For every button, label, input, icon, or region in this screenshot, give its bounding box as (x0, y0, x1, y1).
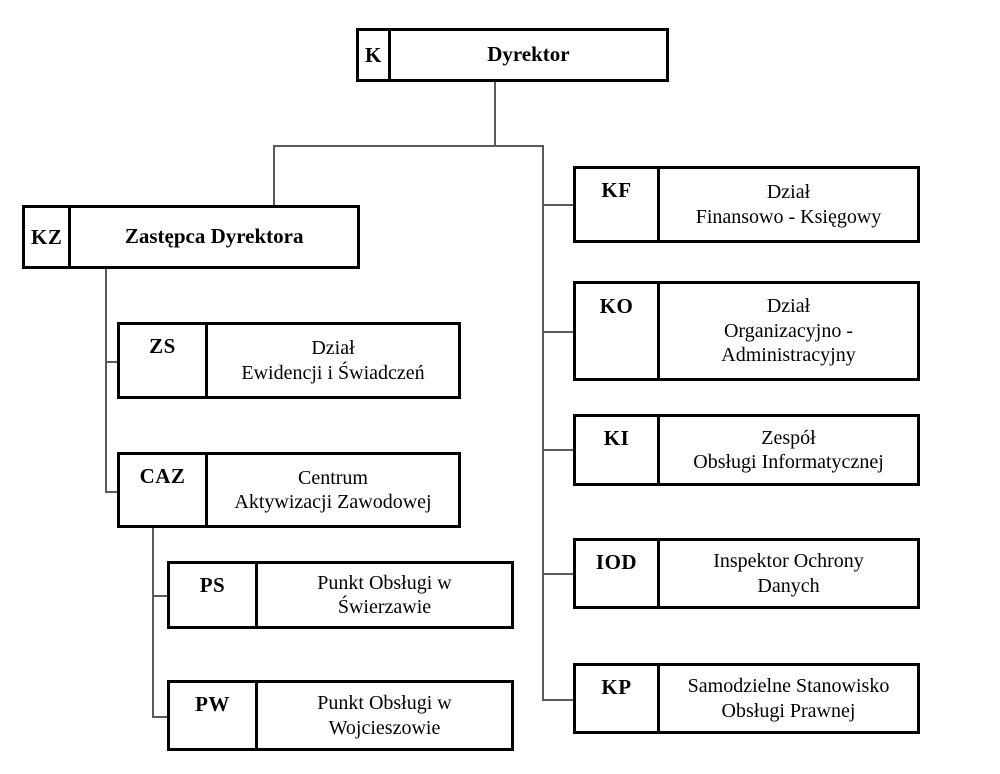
node-deputy-code: KZ (25, 208, 72, 266)
node-ko[interactable]: KO Dział Organizacyjno - Administracyjny (573, 281, 920, 381)
node-pw-title: Punkt Obsługi w Wojcieszowie (317, 692, 452, 739)
node-ps-code: PS (170, 564, 258, 626)
connector-stub-ps (152, 595, 169, 597)
node-ki-title: Zespół Obsługi Informatycznej (693, 426, 884, 473)
connector-stub-caz (105, 491, 120, 493)
node-director[interactable]: K Dyrektor (356, 28, 669, 82)
connector-caz-children-bus (152, 527, 154, 717)
node-kp-title: Samodzielne Stanowisko Obsługi Prawnej (687, 675, 890, 722)
connector-stub-ki (542, 449, 574, 451)
node-ko-code: KO (576, 284, 660, 378)
connector-stub-iod (542, 573, 574, 575)
node-director-title: Dyrektor (487, 42, 570, 67)
node-pw[interactable]: PW Punkt Obsługi w Wojcieszowie (167, 680, 514, 751)
node-deputy-title: Zastępca Dyrektora (124, 224, 304, 249)
node-caz-title: Centrum Aktywizacji Zawodowej (234, 466, 432, 513)
connector-deputy-children-bus (105, 268, 107, 492)
connector-director-stem (494, 80, 496, 146)
node-kp[interactable]: KP Samodzielne Stanowisko Obsługi Prawne… (573, 663, 920, 734)
node-deputy[interactable]: KZ Zastępca Dyrektora (22, 205, 360, 269)
connector-stub-pw (152, 716, 169, 718)
node-kf-code: KF (576, 169, 660, 240)
node-iod-title: Inspektor Ochrony Danych (713, 550, 864, 597)
connector-stub-kp (542, 699, 574, 701)
connector-stub-ko (542, 331, 574, 333)
node-zs-code: ZS (120, 325, 208, 396)
node-ps[interactable]: PS Punkt Obsługi w Świerzawie (167, 561, 514, 629)
connector-right-bus (542, 145, 544, 701)
node-director-code: K (359, 31, 391, 79)
node-kf-title: Dział Finansowo - Księgowy (695, 181, 882, 228)
connector-stub-zs (105, 361, 120, 363)
connector-director-bus (273, 145, 543, 147)
node-iod-code: IOD (576, 541, 660, 606)
node-caz[interactable]: CAZ Centrum Aktywizacji Zawodowej (117, 452, 461, 528)
node-zs-title: Dział Ewidencji i Świadczeń (241, 337, 425, 384)
node-kf[interactable]: KF Dział Finansowo - Księgowy (573, 166, 920, 243)
node-pw-code: PW (170, 683, 258, 748)
node-kp-code: KP (576, 666, 660, 731)
node-caz-code: CAZ (120, 455, 208, 525)
node-zs[interactable]: ZS Dział Ewidencji i Świadczeń (117, 322, 461, 399)
node-ki[interactable]: KI Zespół Obsługi Informatycznej (573, 414, 920, 486)
node-ps-title: Punkt Obsługi w Świerzawie (317, 571, 452, 618)
node-iod[interactable]: IOD Inspektor Ochrony Danych (573, 538, 920, 609)
connector-deputy-drop (273, 145, 275, 205)
node-ki-code: KI (576, 417, 660, 483)
connector-stub-kf (542, 204, 574, 206)
node-ko-title: Dział Organizacyjno - Administracyjny (721, 295, 856, 367)
